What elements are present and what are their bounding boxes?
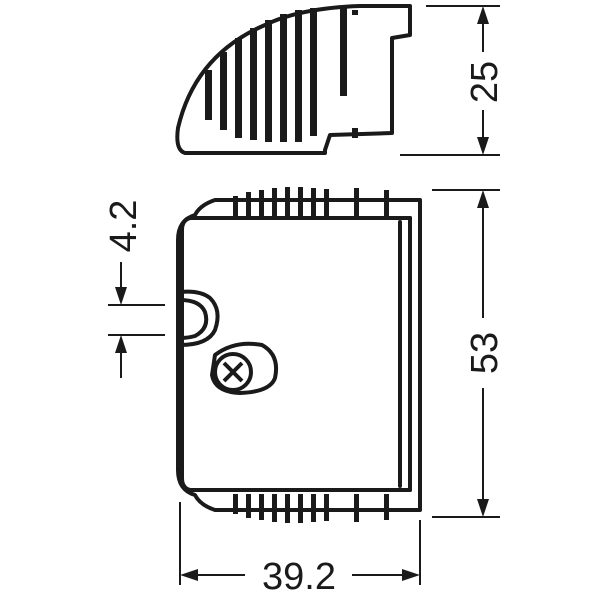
top-view-bottom-fins: [233, 494, 389, 523]
dimension-25: 25: [400, 5, 506, 156]
screw-icon: [210, 341, 279, 395]
side-view: [175, 4, 412, 155]
side-view-fins: [205, 6, 358, 142]
dimension-39-2-label: 39.2: [262, 556, 336, 598]
dimension-53: 53: [432, 189, 506, 518]
top-view-outer-outline: [176, 198, 422, 512]
dimension-25-label: 25: [464, 61, 506, 103]
side-view-outline: [175, 4, 412, 155]
dimension-53-label: 53: [464, 332, 506, 374]
top-view-inner-outline: [180, 216, 412, 492]
top-view-top-fins: [233, 187, 389, 216]
cable-slot: [178, 289, 220, 347]
dimension-4-2-label: 4.2: [103, 200, 145, 253]
dimension-39-2: 39.2: [179, 502, 421, 598]
top-view: [176, 187, 422, 523]
dimension-4-2: 4.2: [103, 200, 165, 378]
